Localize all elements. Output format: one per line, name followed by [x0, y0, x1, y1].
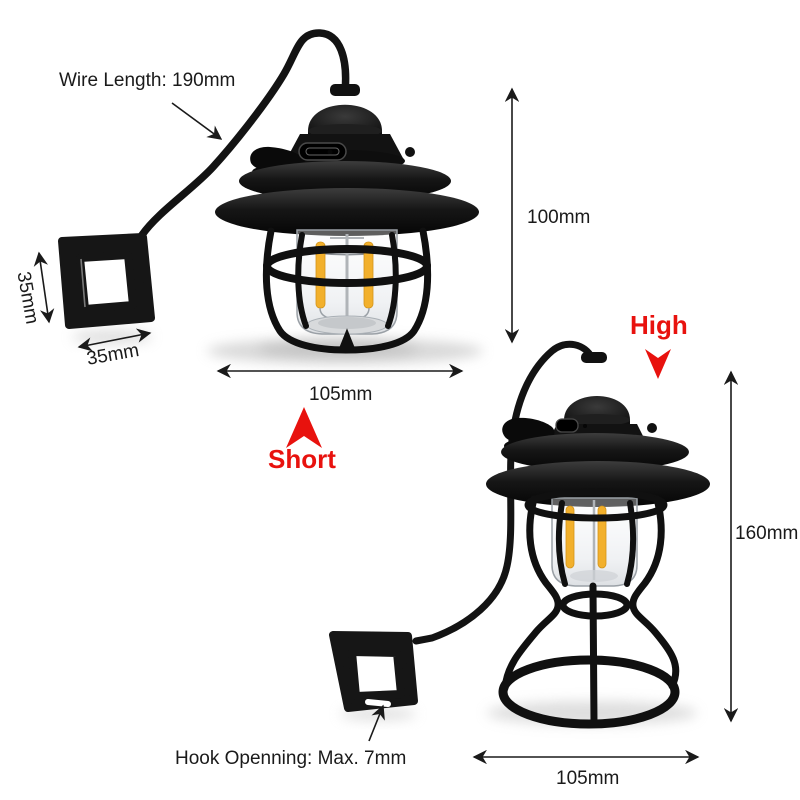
tall-lantern-photo — [329, 340, 710, 729]
tall-lantern-cage — [498, 488, 680, 729]
wire-length-label: Wire Length: 190mm — [59, 70, 236, 91]
tall-lantern-hook — [329, 631, 418, 712]
led-filament — [597, 505, 607, 569]
tall-body-height-label: 160mm — [735, 523, 799, 544]
usb-c-port — [555, 418, 579, 433]
tall-lantern-base-ring — [498, 655, 680, 729]
usb-c-port — [298, 142, 347, 161]
indicator-hole — [327, 149, 333, 155]
short-lantern-cage — [262, 227, 432, 354]
short-lantern-lower-shade — [215, 188, 479, 236]
short-lantern-hook — [58, 233, 155, 329]
short-hook-shadow — [72, 330, 152, 344]
high-variant-label: High — [630, 310, 688, 340]
short-variant-label: Short — [268, 444, 336, 474]
hook-opening-gap — [365, 699, 391, 707]
short-body-height-label: 100mm — [527, 207, 591, 228]
hook-opening-label: Hook Openning: Max. 7mm — [175, 748, 407, 769]
dimension-line-hook-width-35mm — [77, 328, 152, 352]
tall-lantern-upper-shade — [501, 433, 689, 471]
dimension-line-hook-height-35mm — [33, 251, 55, 324]
indicator-hole — [583, 424, 587, 428]
short-up-arrow-icon — [286, 407, 322, 448]
short-lantern-photo — [58, 29, 483, 364]
high-down-arrow-icon — [645, 349, 671, 379]
led-filament — [565, 505, 575, 569]
short-body-width-label: 105mm — [309, 384, 373, 405]
hook-gate-line — [80, 258, 86, 308]
tall-body-width-label: 105mm — [556, 768, 620, 789]
short-lantern-wire — [138, 29, 350, 239]
pointer-arrow-hook-opening — [368, 704, 385, 742]
pointer-arrow-wire-length — [171, 102, 223, 140]
